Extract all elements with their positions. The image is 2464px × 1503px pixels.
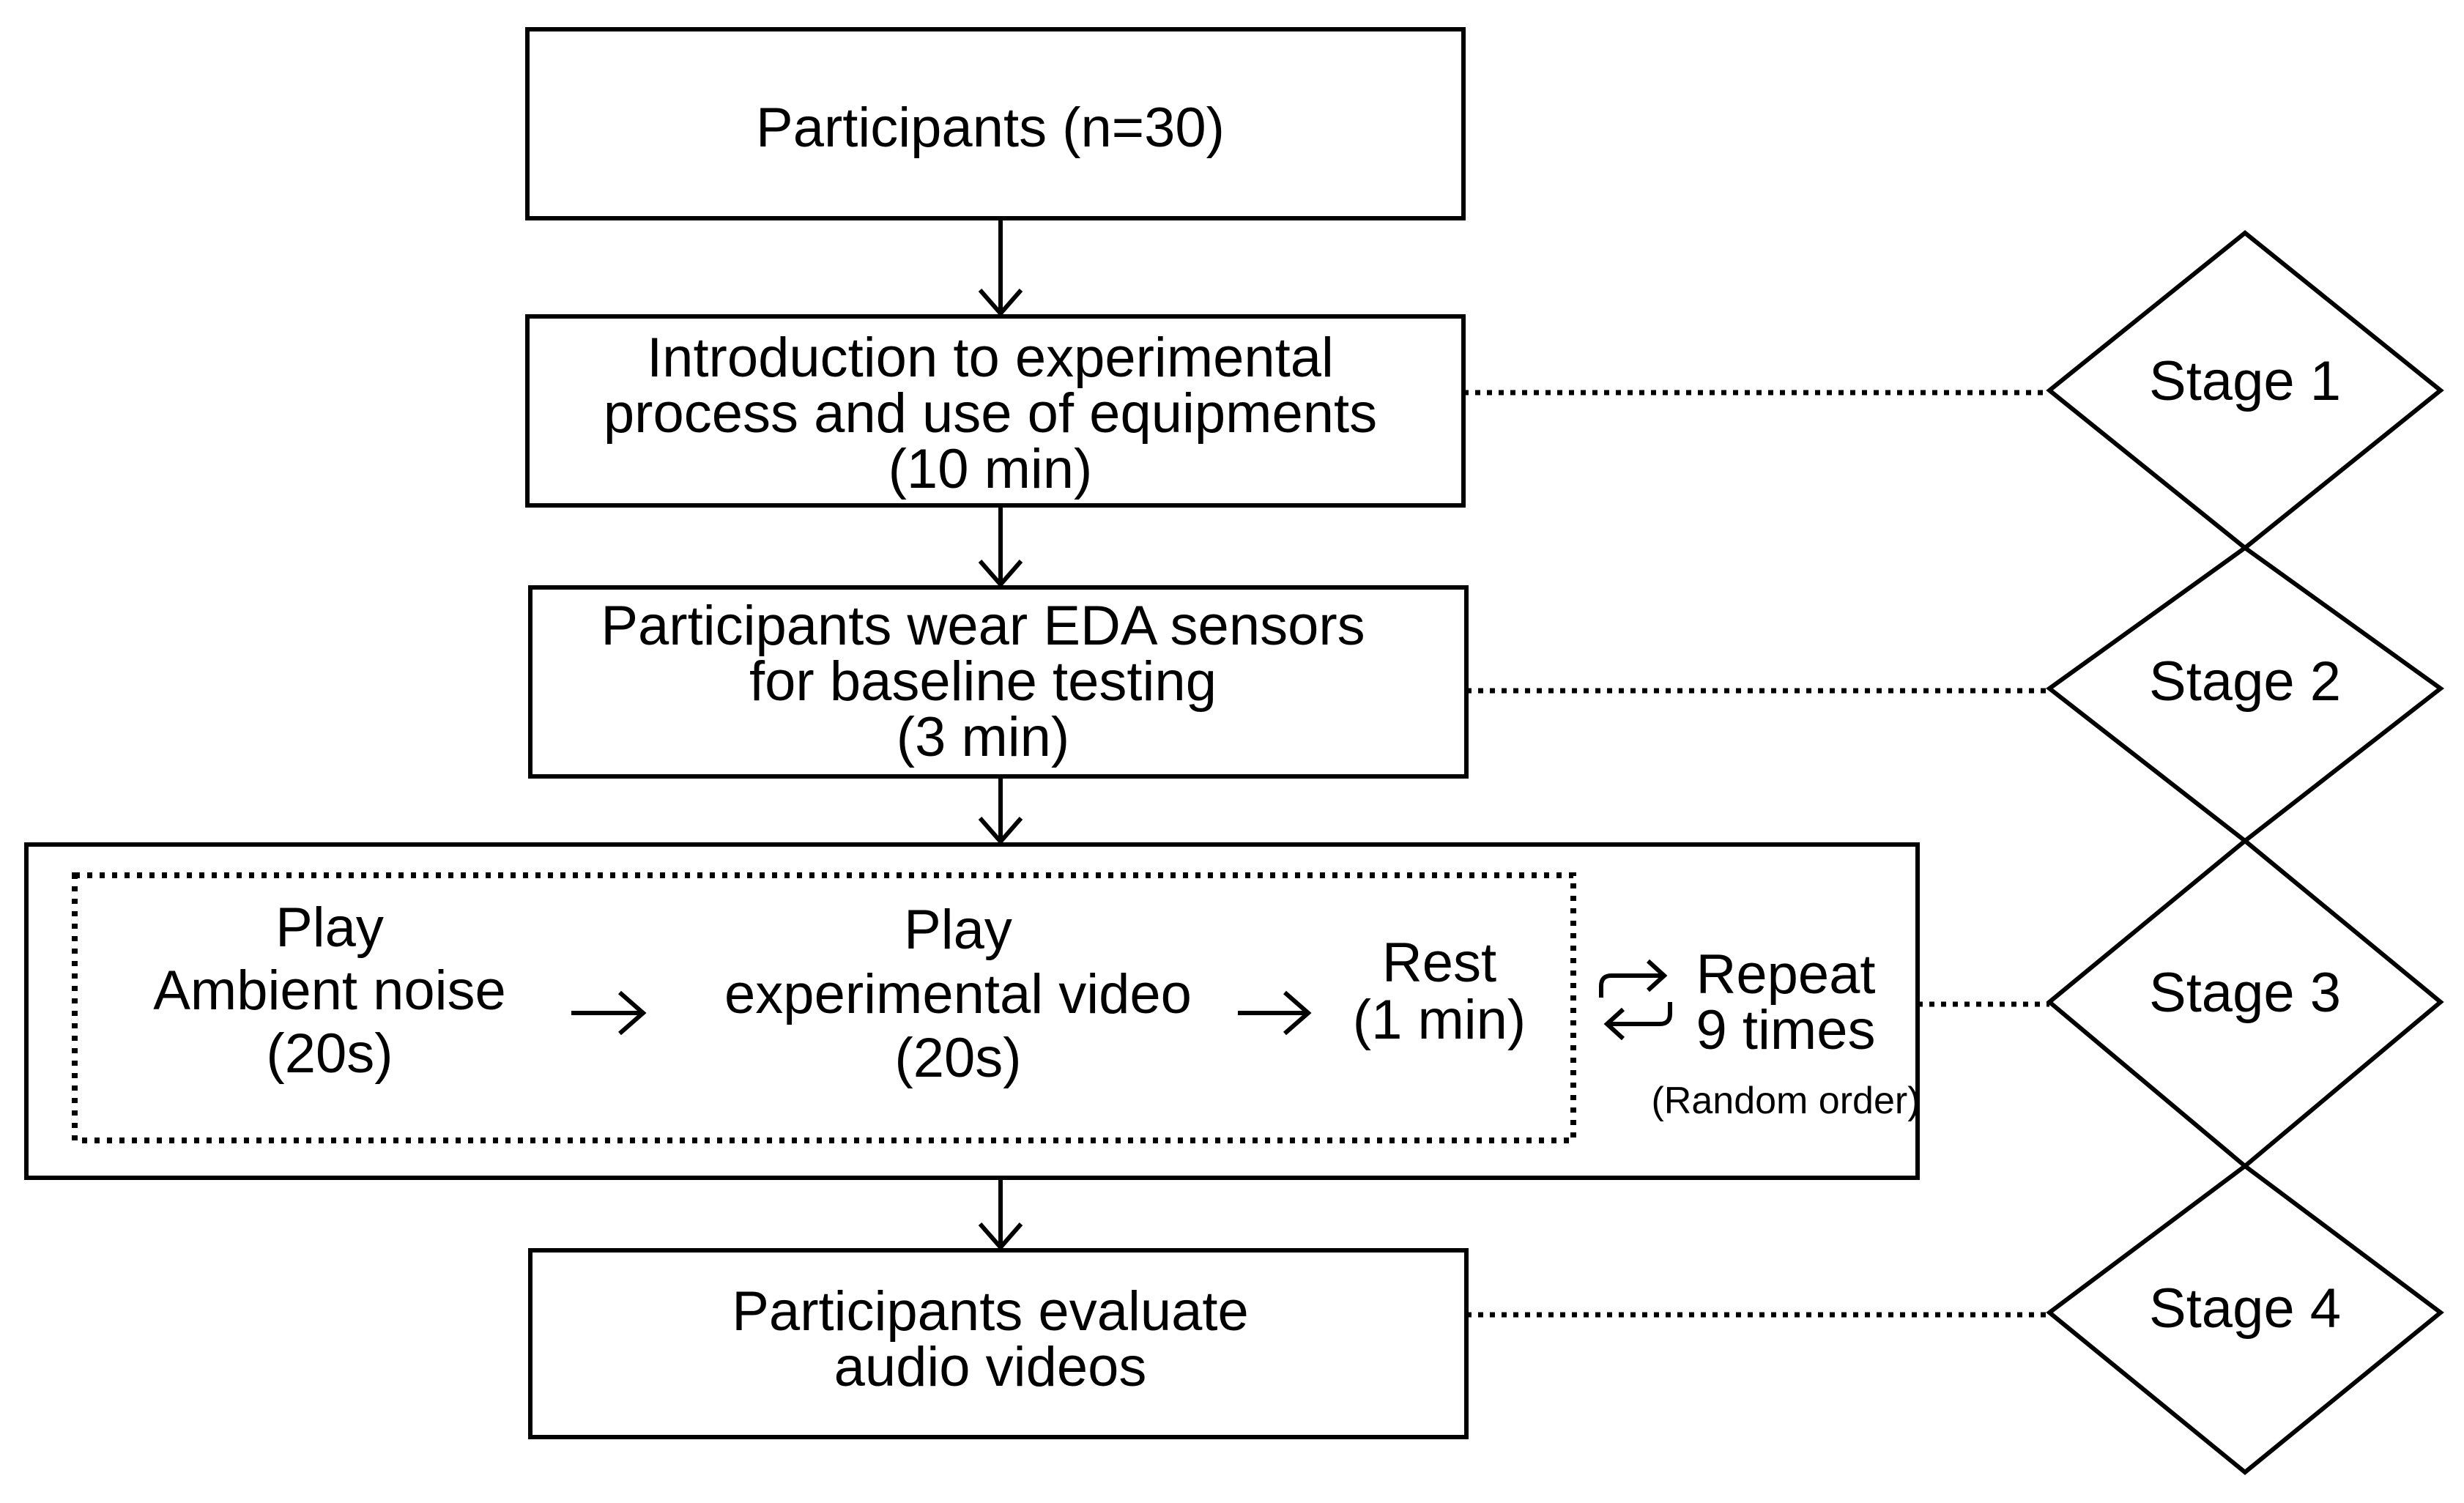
introduction-box (525, 314, 1466, 508)
stage-1-label: Stage 1 (2149, 350, 2341, 412)
repeat-note: (Random order) (1651, 1080, 1920, 1122)
rest-duration: (1 min) (1353, 989, 1526, 1051)
video-line-2: experimental video (724, 963, 1192, 1025)
ambient-line-2: Ambient noise (153, 960, 506, 1022)
flow-arrows (571, 218, 1312, 1251)
introduction-duration: (10 min) (888, 438, 1093, 500)
video-line-1: Play (904, 899, 1012, 961)
stage-2-label: Stage 2 (2149, 650, 2341, 713)
baseline-box (528, 585, 1469, 779)
arrow-4 (978, 1178, 1023, 1251)
trial-loop-dotted-box (72, 872, 1576, 1143)
repeat-line-2: 9 times (1696, 999, 1876, 1061)
stage-4-label: Stage 4 (2149, 1277, 2341, 1340)
participants-label: Participants (n=30) (756, 97, 1225, 159)
ambient-line-1: Play (275, 897, 384, 959)
arrow-video-to-rest (1238, 990, 1312, 1036)
arrow-1 (978, 218, 1023, 317)
repeat-line-1: Repeat (1696, 943, 1875, 1006)
stage-connectors (1463, 390, 2049, 1318)
ambient-duration: (20s) (266, 1023, 393, 1085)
stage-3-label: Stage 3 (2149, 962, 2341, 1024)
arrow-ambient-to-video (571, 990, 647, 1036)
rest-line-1: Rest (1382, 932, 1496, 994)
repeat-icon (1599, 959, 1672, 1041)
stage-4-diamond (2046, 1163, 2444, 1475)
evaluate-box (528, 1248, 1469, 1439)
arrow-2 (978, 505, 1023, 588)
trial-outer-box (24, 842, 1920, 1180)
evaluate-line-1: Participants evaluate (732, 1280, 1249, 1343)
baseline-line-1: Participants wear EDA sensors (601, 595, 1365, 657)
baseline-line-2: for baseline testing (749, 650, 1217, 713)
video-duration: (20s) (894, 1027, 1021, 1089)
introduction-line-2: process and use of equipments (604, 382, 1377, 445)
arrow-3 (978, 776, 1023, 845)
participants-box (525, 27, 1466, 220)
introduction-line-1: Introduction to experimental (647, 327, 1334, 389)
baseline-duration: (3 min) (897, 706, 1069, 768)
stage-diamonds (2045, 230, 2445, 1475)
evaluate-line-2: audio videos (834, 1336, 1147, 1398)
